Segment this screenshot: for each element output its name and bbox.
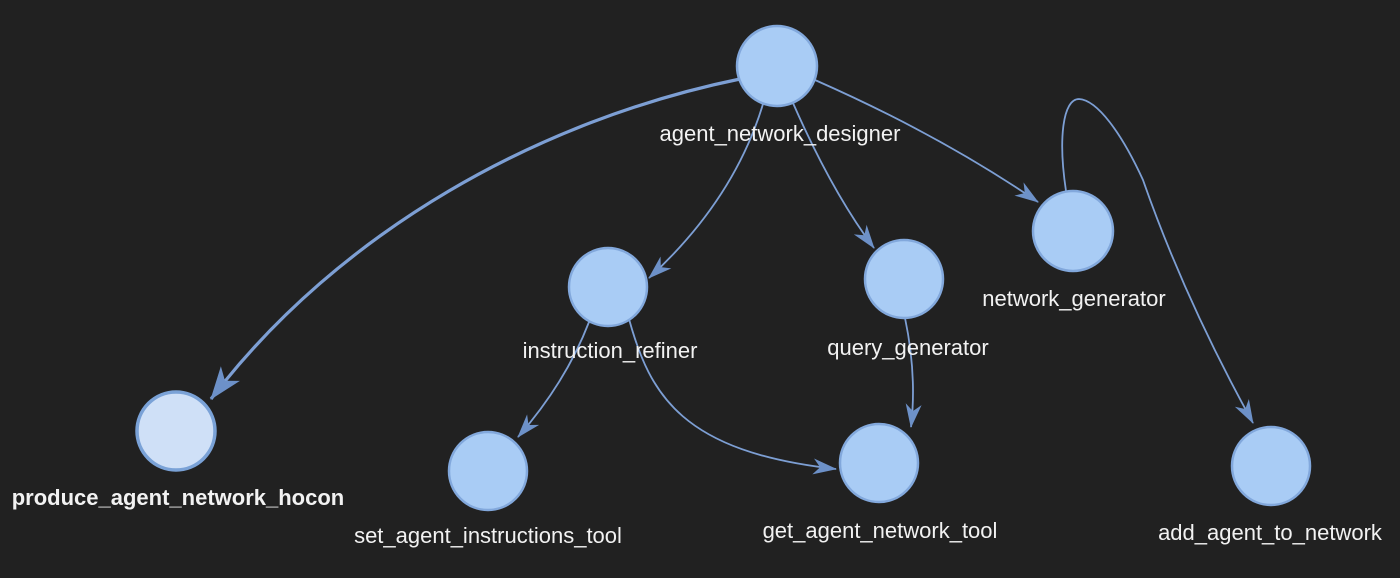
node-label-add_agent_to_network: add_agent_to_network xyxy=(1158,520,1383,545)
edge-instruction_refiner-to-set_agent_instructions_tool xyxy=(517,321,590,438)
node-label-set_agent_instructions_tool: set_agent_instructions_tool xyxy=(354,523,622,548)
edge-network_generator-to-add_agent_to_network xyxy=(1061,98,1254,424)
edges-layer xyxy=(209,77,1254,475)
node-get_agent_network_tool[interactable] xyxy=(838,422,920,504)
node-produce_agent_network_hocon[interactable] xyxy=(135,390,217,472)
node-label-query_generator: query_generator xyxy=(827,335,988,360)
node-label-produce_agent_network_hocon: produce_agent_network_hocon xyxy=(12,485,345,510)
edge-agent_network_designer-to-network_generator xyxy=(814,79,1039,203)
node-network_generator[interactable] xyxy=(1031,189,1115,273)
nodes-layer xyxy=(135,24,1312,512)
node-label-instruction_refiner: instruction_refiner xyxy=(523,338,698,363)
node-label-network_generator: network_generator xyxy=(982,286,1165,311)
node-label-agent_network_designer: agent_network_designer xyxy=(660,121,901,146)
edge-agent_network_designer-to-instruction_refiner xyxy=(648,103,764,279)
edge-query_generator-to-get_agent_network_tool xyxy=(904,317,922,428)
node-label-get_agent_network_tool: get_agent_network_tool xyxy=(763,518,998,543)
node-agent_network_designer[interactable] xyxy=(735,24,819,108)
node-instruction_refiner[interactable] xyxy=(567,246,649,328)
edge-instruction_refiner-to-get_agent_network_tool xyxy=(628,318,837,475)
node-set_agent_instructions_tool[interactable] xyxy=(447,430,529,512)
labels-layer: agent_network_designer instruction_refine… xyxy=(12,121,1383,548)
node-query_generator[interactable] xyxy=(863,238,945,320)
node-add_agent_to_network[interactable] xyxy=(1230,425,1312,507)
edge-agent_network_designer-to-produce_agent_network_hocon xyxy=(209,77,741,400)
edge-agent_network_designer-to-query_generator xyxy=(792,102,875,249)
